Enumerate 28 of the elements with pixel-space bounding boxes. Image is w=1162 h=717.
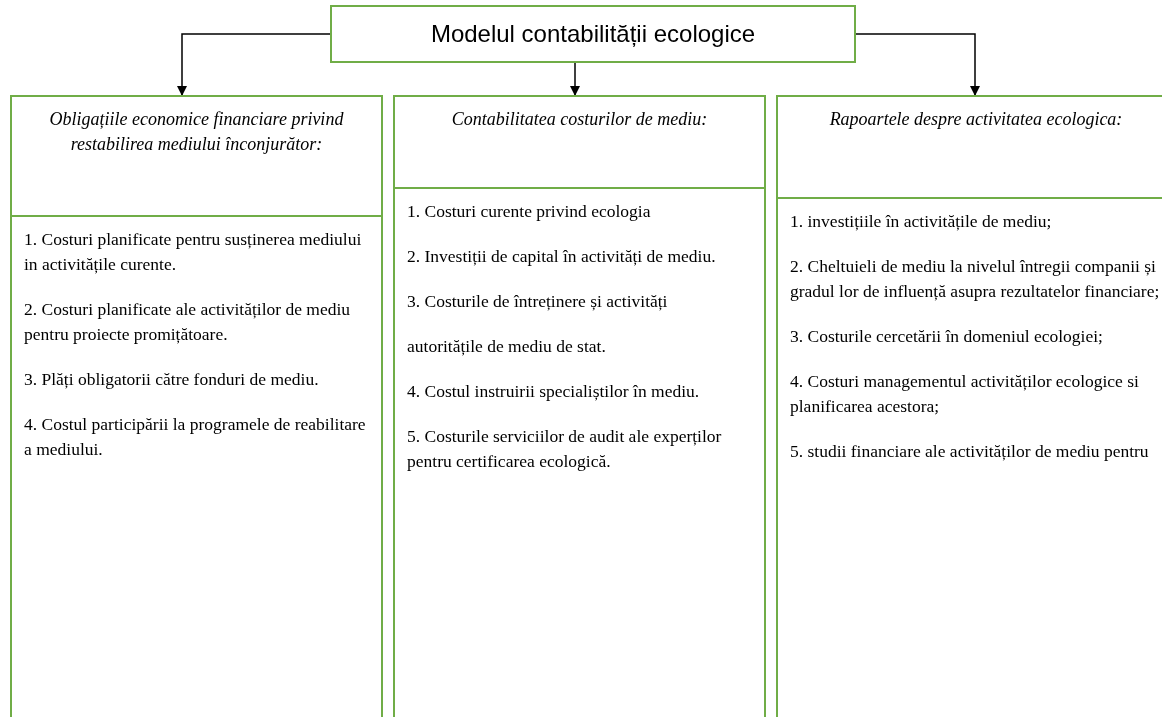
list-item-text: 4. Costul participării la programele de reabilitare a mediului. xyxy=(24,413,367,461)
list-item-text: 3. Plăți obligatorii către fonduri de mediu. xyxy=(24,368,320,391)
list-item-text: 3. Costurile de întreținere și activități xyxy=(407,290,669,313)
list-item-text: 2. Cheltuieli de mediu la nivelul întregii companii și gradul lor de influență asupra rezultatelor financiare; xyxy=(790,255,1161,303)
header-text: Rapoartele despre activitatea ecologica: xyxy=(828,108,1124,131)
column-body-box xyxy=(10,215,383,717)
title-box xyxy=(330,5,856,63)
arrow xyxy=(855,33,980,96)
list-item-text: 3. Costurile cercetării în domeniul ecologiei; xyxy=(790,325,1104,348)
column-header-box xyxy=(776,95,1162,199)
arrow xyxy=(177,33,331,96)
header-text: Obligațiile economice financiare privind restabilirea mediului înconjurător: xyxy=(48,108,345,156)
list-item-text: 4. Costuri managementul activităților ecologice si planificarea acestora; xyxy=(790,370,1140,418)
arrow xyxy=(570,62,580,96)
list-item-text: 4. Costul instruirii specialiștilor în mediu. xyxy=(407,380,701,403)
list-item-text: 5. Costurile serviciilor de audit ale experților pentru certificarea ecologică. xyxy=(407,425,723,473)
list-item-text: autoritățile de mediu de stat. xyxy=(407,335,607,358)
list-item-text: 1. investițiile în activitățile de mediu; xyxy=(790,210,1053,233)
header-text: Contabilitatea costurilor de mediu: xyxy=(450,108,709,131)
list-item-text: 2. Costuri planificate ale activităților de mediu pentru proiecte promițătoare. xyxy=(24,298,352,346)
list-item-text: 1. Costuri planificate pentru susținerea mediului in activitățile curente. xyxy=(24,228,363,276)
list-item-text: 1. Costuri curente privind ecologia xyxy=(407,200,652,223)
column-header-box xyxy=(393,95,766,189)
title-text: Modelul contabilității ecologice xyxy=(430,20,756,48)
column-header-box xyxy=(10,95,383,217)
column-body-box xyxy=(393,187,766,717)
list-item-text: 5. studii financiare ale activităților de mediu pentru xyxy=(790,440,1150,463)
list-item-text: 2. Investiții de capital în activități de mediu. xyxy=(407,245,717,268)
